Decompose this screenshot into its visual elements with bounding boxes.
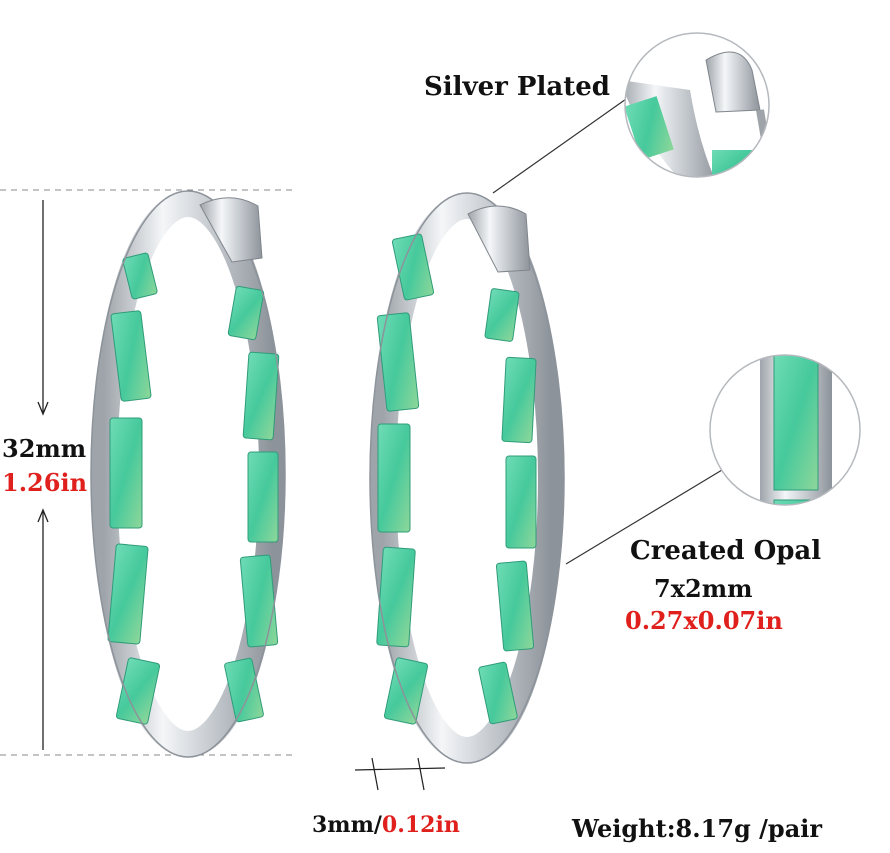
stone-name-label: Created Opal xyxy=(630,536,822,566)
weight-label: Weight:8.17g /pair xyxy=(572,814,823,843)
hoop-earring-left xyxy=(90,190,286,758)
height-in-label: 1.26in xyxy=(2,468,88,497)
hoop-earring-right xyxy=(369,192,565,764)
width-dimension xyxy=(354,757,446,791)
width-label: 3mm/0.12in xyxy=(312,812,460,838)
finish-label: Silver Plated xyxy=(424,72,610,102)
clasp-callout-line xyxy=(492,91,637,194)
height-dimension xyxy=(0,189,295,756)
opal-callout-line xyxy=(565,469,723,565)
stone-size-in-label: 0.27x0.07in xyxy=(625,606,783,635)
clasp-zoom-circle xyxy=(624,32,770,178)
width-mm-text: 3mm/ xyxy=(312,812,382,838)
stone-size-mm-label: 7x2mm xyxy=(654,574,753,603)
width-in-text: 0.12in xyxy=(381,812,460,838)
opal-zoom-circle xyxy=(709,354,861,506)
height-mm-label: 32mm xyxy=(2,434,87,463)
